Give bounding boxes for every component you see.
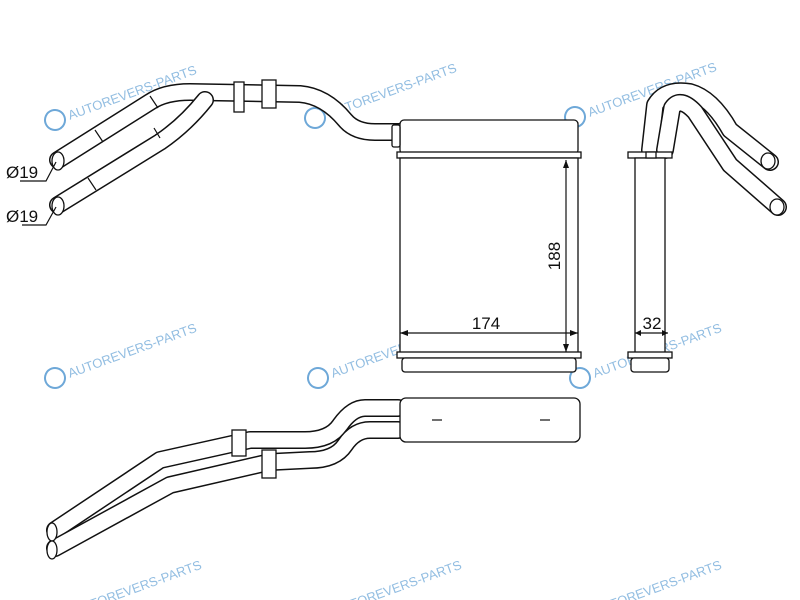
pipe-clamp [231,429,247,457]
core-top-view [46,397,581,560]
core-front-view [391,119,582,373]
watermark-text: AUTOREVERS-PARTS [591,557,724,600]
depth-label: 32 [643,314,662,333]
inlet-diameter-label: Ø19 [6,163,38,182]
pipe-clamp [261,79,277,109]
height-dimension [563,160,569,352]
core-side-view [627,82,787,373]
width-label: 174 [472,314,500,333]
leader-line [20,161,57,182]
watermark-text: AUTOREVERS-PARTS [66,320,199,381]
leader-line [22,206,57,226]
pipe-clamp [233,81,245,113]
pipe-clamp [261,449,277,479]
width-dimension [400,330,578,336]
watermark-text: AUTOREVERS-PARTS [331,557,464,600]
outlet-diameter-label: Ø19 [6,207,38,226]
depth-dimension [635,330,668,336]
watermark-logo: AUTOREVERS-PARTS [44,320,199,389]
height-label: 188 [545,242,564,270]
watermark-text: AUTOREVERS-PARTS [71,557,204,600]
inlet-pipes-front [49,79,409,216]
